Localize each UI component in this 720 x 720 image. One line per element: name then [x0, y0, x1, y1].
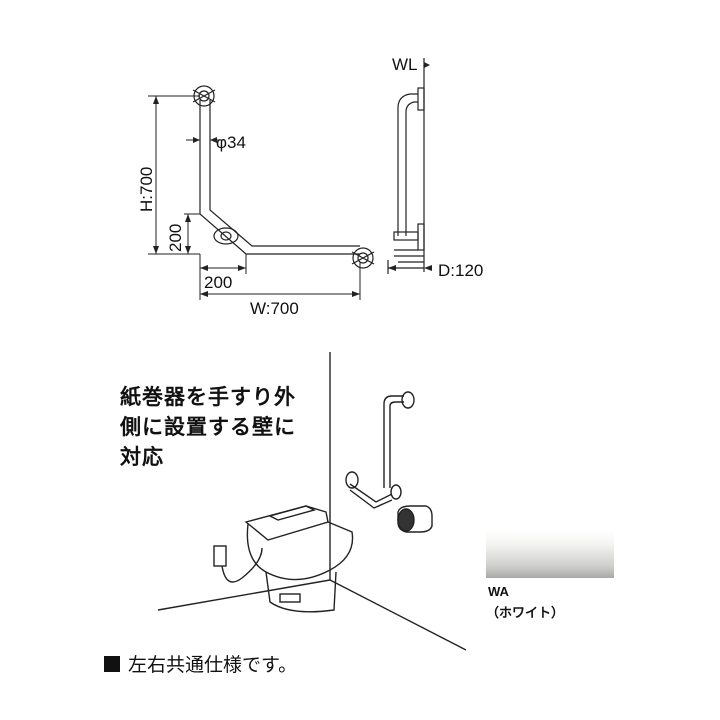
front-view-handrail: [192, 85, 375, 269]
depth-label: D:120: [438, 261, 483, 280]
width-label: W:700: [250, 299, 299, 318]
lower-height-label: 200: [166, 224, 185, 252]
toilet-room-illustration: [157, 352, 467, 651]
caption-line-2: 側に設置する壁に: [120, 415, 296, 439]
dimension-lines: [148, 95, 361, 300]
side-view-handrail: [387, 58, 425, 274]
color-name: （ホワイト）: [486, 606, 565, 621]
lower-width-label: 200: [204, 273, 232, 292]
note: 左右共通仕様です。: [104, 650, 297, 677]
filled-square-bullet-icon: [104, 655, 120, 672]
color-code: WA: [488, 584, 509, 599]
wall-line-label: WL: [392, 55, 418, 74]
height-label: H:700: [137, 167, 156, 212]
caption: 紙巻器を手すり外 側に設置する壁に 対応: [120, 382, 296, 472]
note-text: 左右共通仕様です。: [128, 654, 298, 676]
color-swatch: [486, 530, 614, 578]
caption-line-1: 紙巻器を手すり外: [120, 385, 296, 409]
diameter-label: φ34: [216, 133, 246, 152]
caption-line-3: 対応: [120, 445, 164, 469]
